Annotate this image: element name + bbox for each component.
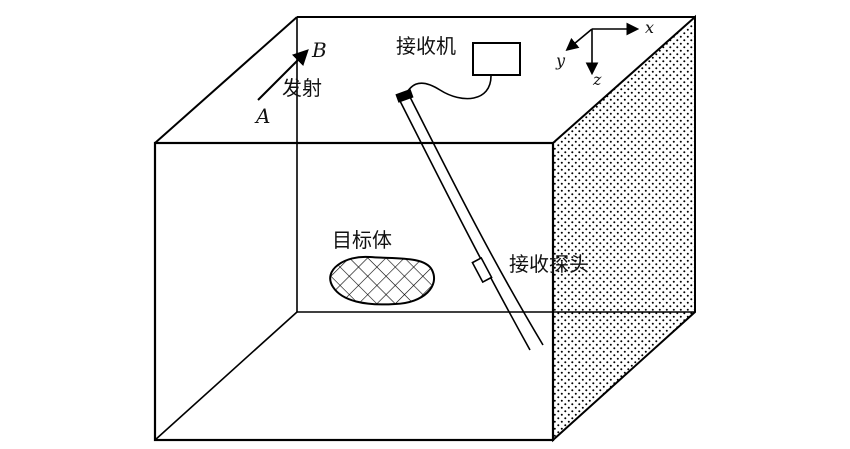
back-edges	[154, 17, 695, 441]
front-face	[153, 141, 555, 442]
receiver-cable	[403, 75, 492, 100]
point-b-label: B	[312, 38, 327, 62]
target-label: 目标体	[332, 228, 392, 252]
receiver-label: 接收机	[396, 34, 456, 58]
probe-sensor	[471, 256, 493, 284]
point-a-label: A	[256, 104, 271, 128]
borehole-tube	[397, 96, 544, 351]
target-body	[329, 255, 435, 306]
emit-label: 发射	[282, 76, 322, 100]
receiver-box	[472, 42, 521, 76]
right-face-dotted	[552, 14, 696, 443]
tube-cap	[395, 88, 414, 103]
axis-y-label: y	[556, 51, 566, 70]
top-face	[154, 16, 695, 144]
axis-z-label: z	[593, 70, 602, 89]
coordinate-axes	[565, 22, 640, 76]
probe-label: 接收探头	[509, 252, 589, 276]
emit-arrow	[257, 49, 309, 101]
axis-x-label: x	[645, 18, 655, 37]
